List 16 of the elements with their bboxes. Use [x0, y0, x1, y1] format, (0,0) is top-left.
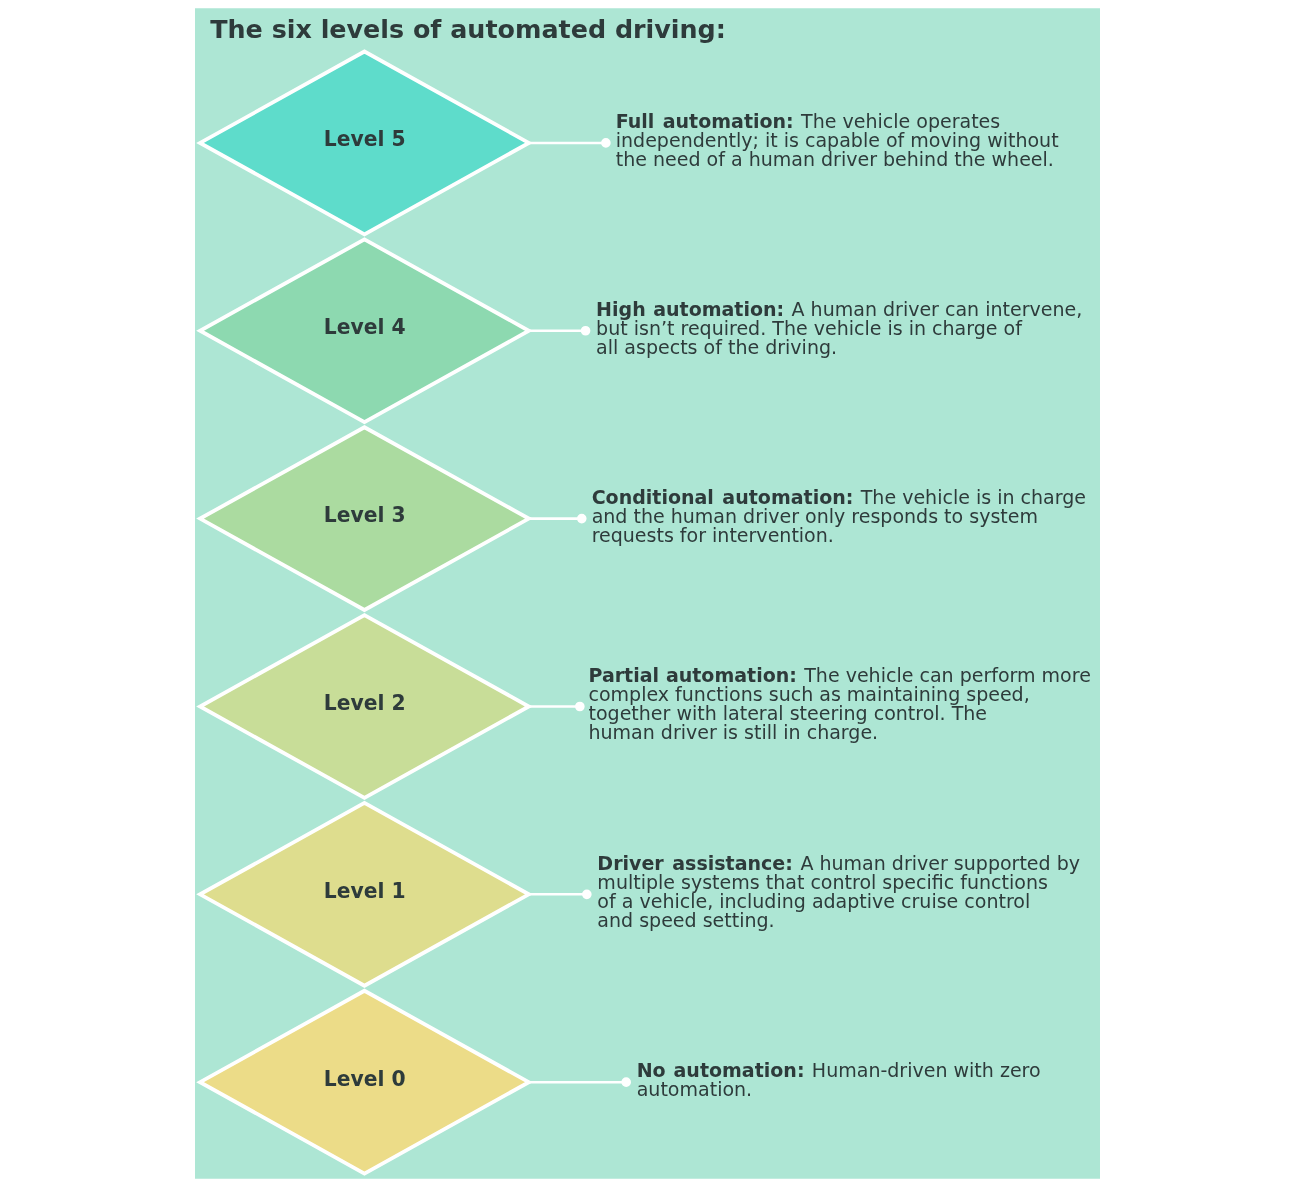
connector [528, 889, 592, 900]
node-text: Driver assistance: A human driver supported by multiple systems that control specific functions of a vehicle, including adaptive cruise control and speed setting. [596, 852, 1080, 932]
diagram-title: The six levels of automated driving: [209, 13, 726, 44]
node-text: High automation: A human driver can intervene, but isn’t required. The vehicle is in charge of all aspects of the driving. [595, 298, 1082, 359]
node-text: Partial automation: The vehicle can perform more complex functions such as maintaining speed, together with lateral steering control. The human driver is still in charge. [587, 664, 1091, 744]
connector [528, 701, 585, 712]
node-text: Full automation: The vehicle operates independently; it is capable of moving without the need of a human driver behind the wheel. [615, 110, 1059, 171]
connector [528, 325, 590, 336]
connector [528, 1077, 631, 1087]
node-text: No automation: Human-driven with zero automation. [636, 1059, 1041, 1101]
node-diamond: Level 5 [195, 49, 533, 237]
node-text: Conditional automation: The vehicle is in charge and the human driver only responds to system requests for intervention. [591, 486, 1086, 547]
node-diamond: Level 0 [195, 988, 533, 1176]
node-diamond: Level 4 [195, 237, 533, 425]
connector [528, 138, 611, 148]
connector [528, 513, 587, 524]
